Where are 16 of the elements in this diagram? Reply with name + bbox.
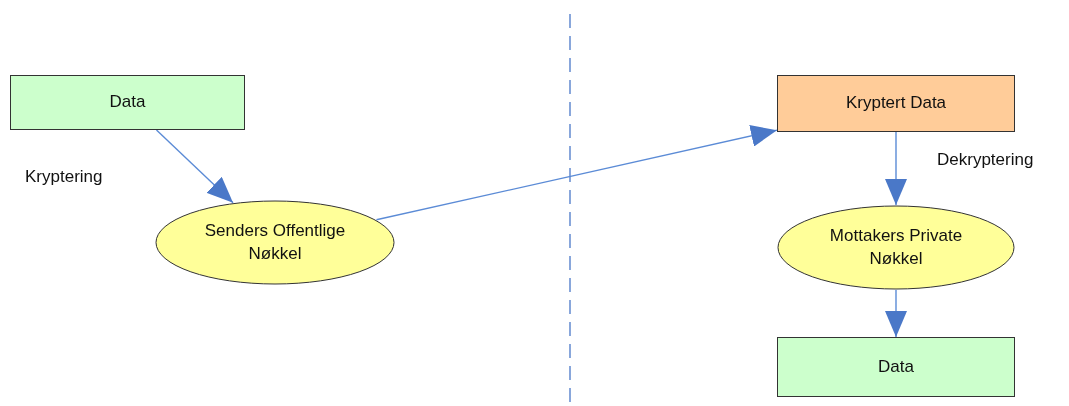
process-box xyxy=(10,75,245,130)
key-ellipse xyxy=(777,205,1015,290)
arrow xyxy=(885,289,907,338)
arrow xyxy=(155,129,234,204)
process-box xyxy=(777,337,1015,397)
node-label: Data xyxy=(878,355,914,378)
edge-label: Kryptering xyxy=(25,167,103,187)
arrow xyxy=(375,125,778,221)
node-label: Senders Offentlige Nøkkel xyxy=(203,220,347,265)
process-box xyxy=(777,75,1015,132)
node-label: Kryptert Data xyxy=(845,92,947,115)
arrow xyxy=(885,131,907,206)
node-label: Mottakers Private Nøkkel xyxy=(828,225,964,270)
edge-label: Dekryptering xyxy=(937,150,1034,170)
key-ellipse xyxy=(155,200,395,285)
node-label: Data xyxy=(109,91,146,114)
